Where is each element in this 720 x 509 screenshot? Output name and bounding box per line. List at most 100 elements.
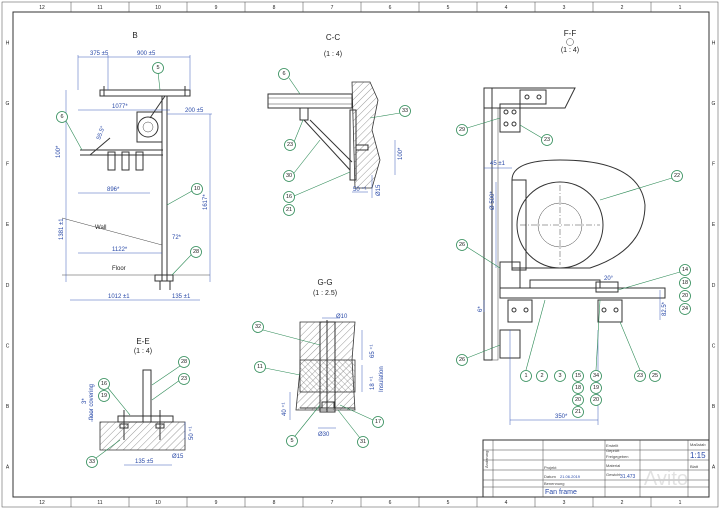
view-ff-scale: (1 : 4) [561,47,579,54]
view-gg: G-G (1 : 2.5) Ø10 65 ⁺¹ 18 ⁺¹ Insulation… [252,278,385,448]
dim-ff-2: 20° [604,276,614,282]
balloon-gg-32: 32 [255,324,261,330]
balloon-ff-29: 29 [459,127,465,133]
dim-ee-2: 50 ⁺¹ [188,426,195,440]
tb-row-1: Datum [544,474,556,479]
balloon-ff-1: 1 [524,373,527,379]
view-cc: C-C (1 : 4) 100* 50 ⁺¹ Ø15 6 33 23 30 [267,33,411,216]
balloon-gg-5: 5 [290,438,293,444]
view-gg-title: G-G [317,278,332,287]
balloon-ff-19: 19 [593,385,599,391]
dim-cc-1: 50 ⁺¹ [353,186,367,193]
balloon-ff-20b: 20 [575,397,581,403]
row-label-left: E [6,222,10,228]
dim-ff-1: Ø 500* [490,191,496,210]
dim-ee-0: 3* [82,398,88,404]
column-label-top: 7 [331,5,334,11]
dim-b-3: 200 ±5 [185,108,204,114]
column-label-bottom: 12 [39,500,45,506]
balloon-cc-23: 23 [287,142,293,148]
dim-b-11: 1012 ±1 [108,294,130,300]
balloon-ff-15: 15 [575,373,581,379]
dim-ee-3: Ø15 [172,454,184,460]
tb-side-4: Gewicht [606,472,621,477]
tb-weight: 31.473 [620,474,636,480]
dim-b-5: 55.5° [96,125,107,141]
column-label-bottom: 7 [331,500,334,506]
column-label-bottom: 4 [505,500,508,506]
balloon-ff-22: 22 [674,173,680,179]
tb-side-1: Geprüft [606,448,620,453]
tb-scale: 1:15 [690,451,706,460]
balloon-gg-17: 17 [375,419,381,425]
tb-side-0: Erstellt [606,443,619,448]
view-cc-title: C-C [326,33,340,42]
title-block: Änderung Erstellt Geprüft Freigegeben Ma… [482,439,710,498]
view-ee-scale: (1 : 4) [134,348,152,355]
column-label-top: 6 [389,5,392,11]
column-label-bottom: 3 [563,500,566,506]
column-label-bottom: 6 [389,500,392,506]
dim-ff-3: 6* [478,306,484,312]
tb-side-3: Material [606,463,620,468]
balloon-ff-23b: 23 [637,373,643,379]
balloon-ff-25: 25 [652,373,658,379]
dim-gg-1: 65 ⁺¹ [369,344,376,358]
balloon-cc-30: 30 [286,173,292,179]
view-b: B [56,31,212,301]
column-label-top: 10 [155,5,161,11]
dim-ee-1: floor covering [89,384,95,420]
column-label-top: 8 [273,5,276,11]
row-label-left: D [6,283,10,289]
balloon-b-28: 28 [193,249,199,255]
balloon-ee-19: 19 [101,393,107,399]
tb-date: 21.06.2019 [560,474,581,479]
balloon-cc-33: 33 [402,108,408,114]
row-label-right: H [712,40,716,46]
balloon-ee-23: 23 [181,376,187,382]
column-label-top: 2 [621,5,624,11]
dim-gg-0: Ø10 [336,314,348,320]
view-b-title: B [132,31,137,40]
column-label-top: 5 [447,5,450,11]
balloon-b-5: 5 [156,65,159,71]
balloon-cc-21: 21 [286,207,292,213]
watermark: Avito [644,468,688,490]
row-label-right: E [712,222,716,228]
dim-b-4: 100* [56,145,62,158]
row-label-left: B [6,404,10,410]
balloon-ff-2: 2 [540,373,543,379]
row-label-left: H [6,40,10,46]
tb-format-label: Maßstab [690,442,706,447]
balloon-ff-20: 20 [682,293,688,299]
tb-sheet-label: Blatt [690,464,699,469]
balloon-ff-14: 14 [682,267,688,273]
column-label-top: 12 [39,5,45,11]
balloon-ff-20c: 20 [593,397,599,403]
balloon-ff-21: 21 [575,409,581,415]
balloon-ff-26a: 26 [459,242,465,248]
dim-gg-4: 40 ⁺¹ [281,402,288,416]
column-label-bottom: 9 [215,500,218,506]
row-label-left: A [6,465,10,471]
column-label-top: 4 [505,5,508,11]
view-ff: F-F (1 : 4) [456,29,691,425]
tb-row-2: Benennung [544,481,564,486]
view-gg-scale: (1 : 2.5) [313,290,337,297]
balloon-ff-26b: 26 [459,357,465,363]
dim-b-1: 900 ±5 [137,51,156,57]
row-label-right: A [712,465,716,471]
dim-gg-3: Insulation [379,366,385,392]
row-label-left: F [6,162,9,168]
column-label-top: 11 [97,5,102,11]
balloon-ff-24: 24 [682,306,688,312]
balloon-ff-34: 34 [593,373,599,379]
dim-b-7: 1381 ±1 [59,218,65,240]
dim-ff-5: 350* [555,414,568,420]
column-label-bottom: 10 [155,500,161,506]
view-cc-scale: (1 : 4) [324,51,342,58]
dim-b-2: 1077* [112,104,128,110]
